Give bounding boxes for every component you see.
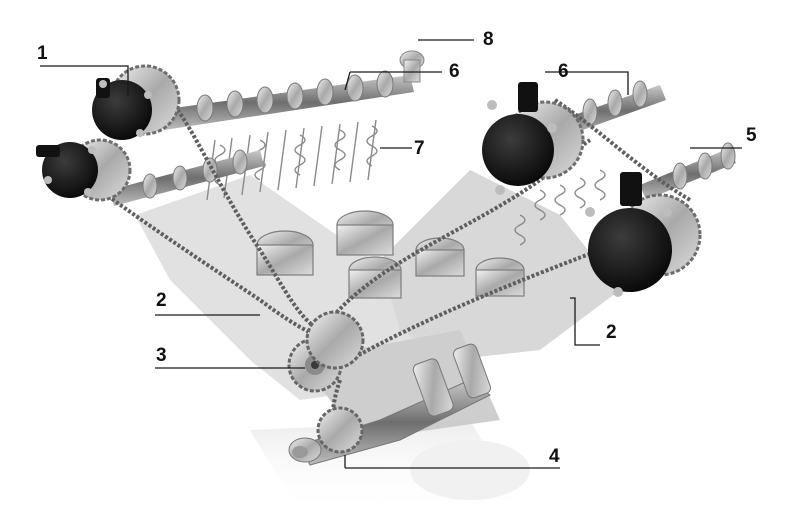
upper-drive-sprocket (305, 310, 365, 370)
leader-lines (40, 39, 742, 469)
callout-6-right: 6 (558, 61, 569, 82)
callout-1: 1 (37, 43, 48, 64)
engine-block (135, 170, 620, 440)
pistons (256, 210, 525, 299)
right-camshafts (560, 80, 736, 200)
right-lower-phaser-solenoid (585, 172, 672, 297)
left-exhaust-camshaft (110, 149, 264, 206)
left-upper-phaser-solenoid (92, 78, 152, 140)
callout-6-left: 6 (449, 61, 460, 82)
left-camshaft (160, 50, 425, 130)
callout-4: 4 (549, 446, 560, 467)
right-upper-phaser-solenoid (482, 82, 557, 195)
callout-2-right: 2 (606, 322, 617, 343)
callout-5: 5 (746, 125, 757, 146)
right-valve-train (514, 169, 606, 246)
callout-2-left: 2 (156, 290, 167, 311)
callout-8: 8 (483, 29, 494, 50)
left-lower-phaser-solenoid (36, 142, 98, 198)
callout-7: 7 (414, 138, 425, 159)
callout-3: 3 (156, 345, 167, 366)
crankshaft (288, 343, 491, 466)
